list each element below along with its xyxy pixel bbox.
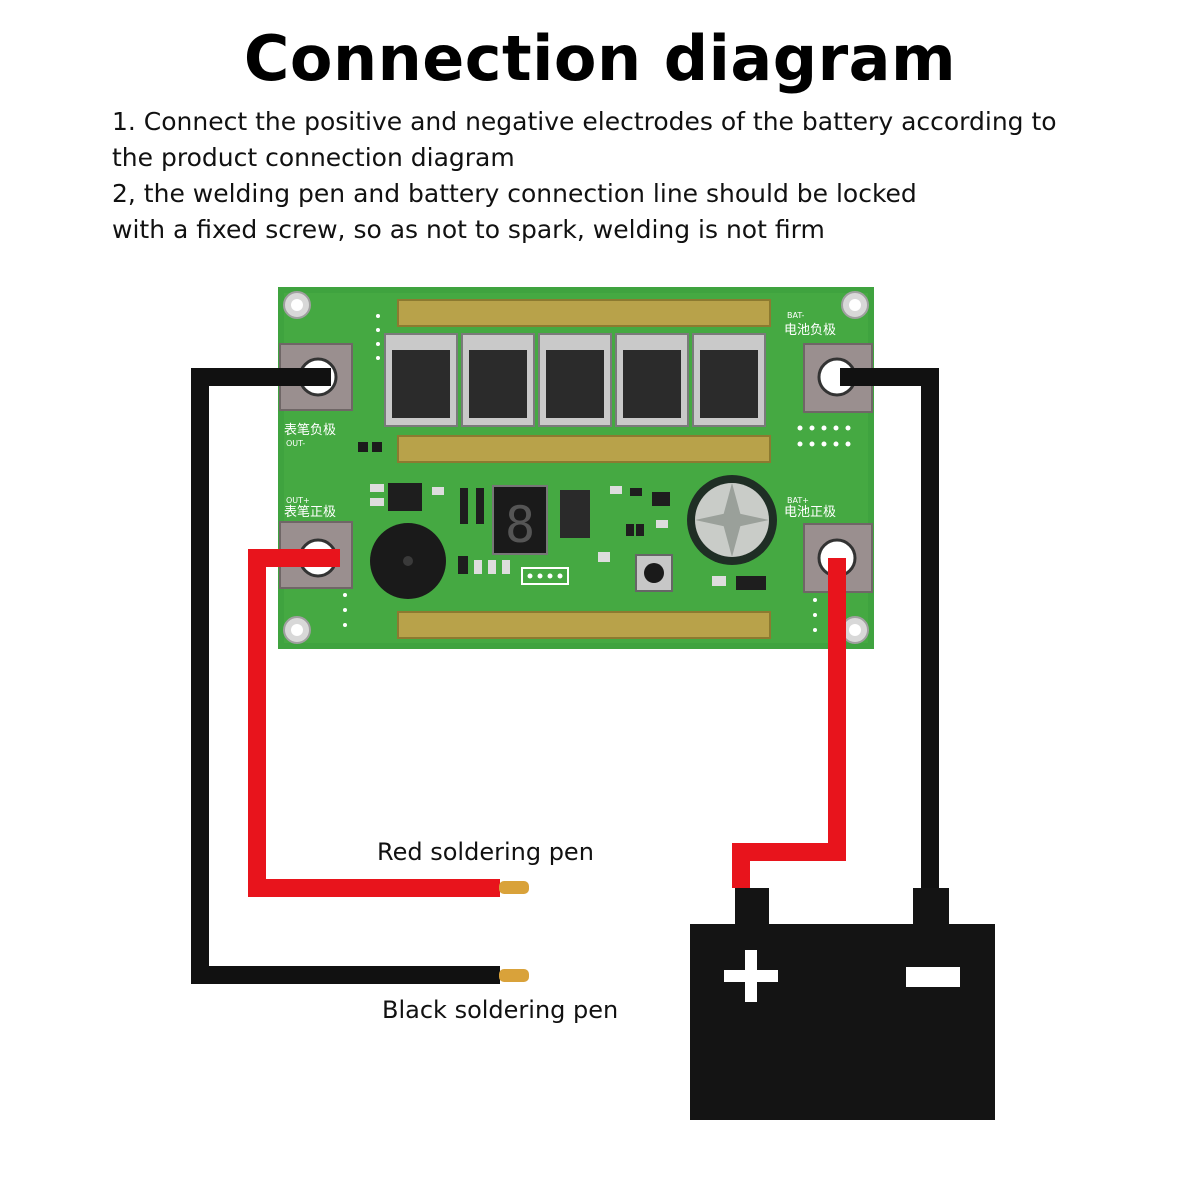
battery-positive-terminal — [735, 888, 769, 926]
red-pen-tip — [499, 881, 529, 894]
mosfet — [538, 333, 612, 427]
label-out-minus-en: OUT- — [286, 439, 305, 448]
label-bat-minus-en: BAT- — [787, 311, 804, 320]
seven-segment-display: 8 — [492, 485, 548, 555]
ic-chip — [560, 490, 590, 538]
instruction-line-3: 2, the welding pen and battery connectio… — [112, 179, 917, 208]
instructions: 1. Connect the positive and negative ele… — [112, 104, 1112, 248]
battery-positive-wire — [732, 558, 846, 888]
label-out-plus-en: OUT+ — [286, 496, 310, 505]
battery — [690, 888, 995, 1120]
pen-tips — [499, 881, 529, 982]
mosfet — [384, 333, 458, 427]
mosfet — [461, 333, 535, 427]
label-bat-minus-cn: 电池负极 — [784, 323, 836, 338]
electrolytic-capacitor — [687, 475, 777, 565]
page-title: Connection diagram — [243, 22, 957, 95]
pcb-board: 表笔负极 OUT- OUT+ 表笔正极 BAT- 电池负极 BAT+ 电池正极 — [278, 287, 874, 649]
copper-bars — [397, 299, 771, 639]
mosfet — [615, 333, 689, 427]
mosfet — [692, 333, 766, 427]
instruction-line-4: with a fixed screw, so as not to spark, … — [112, 215, 825, 244]
plus-symbol-horizontal — [724, 970, 778, 982]
battery-body — [690, 924, 995, 1120]
red-pen-wire — [248, 549, 500, 897]
copper-bar-bottom — [397, 611, 771, 639]
mounting-hole-br-center — [849, 624, 861, 636]
pin-header — [521, 567, 569, 585]
black-pen-label: Black soldering pen — [382, 996, 619, 1024]
copper-bar-top — [397, 299, 771, 327]
push-button — [635, 554, 673, 592]
black-pen-tip — [499, 969, 529, 982]
smd-components — [358, 442, 766, 590]
buzzer — [370, 523, 446, 599]
smd-dots — [343, 314, 851, 632]
battery-negative-wire — [840, 368, 939, 888]
battery-negative-terminal — [913, 888, 949, 926]
black-pen-wire — [191, 368, 500, 984]
diode — [736, 576, 766, 590]
mounting-hole-tr-center — [849, 299, 861, 311]
mosfet-row — [384, 333, 766, 427]
label-bat-plus-cn: 电池正极 — [784, 505, 836, 520]
label-bat-plus-en: BAT+ — [787, 496, 809, 505]
label-out-plus-cn: 表笔正极 — [284, 504, 336, 520]
instruction-line-2: the product connection diagram — [112, 143, 515, 172]
mounting-holes — [283, 291, 869, 644]
label-out-minus-cn: 表笔负极 — [284, 422, 336, 438]
silkscreen-labels: 表笔负极 OUT- OUT+ 表笔正极 BAT- 电池负极 BAT+ 电池正极 — [284, 311, 836, 520]
mounting-hole-bl-center — [291, 624, 303, 636]
mounting-hole-tl-center — [291, 299, 303, 311]
inductor-chip — [388, 483, 422, 511]
wires — [191, 368, 939, 984]
minus-symbol — [906, 967, 960, 987]
red-pen-label: Red soldering pen — [377, 838, 594, 866]
instruction-line-1: 1. Connect the positive and negative ele… — [112, 107, 1057, 136]
display-digit: 8 — [505, 496, 535, 554]
copper-bar-middle — [397, 435, 771, 463]
